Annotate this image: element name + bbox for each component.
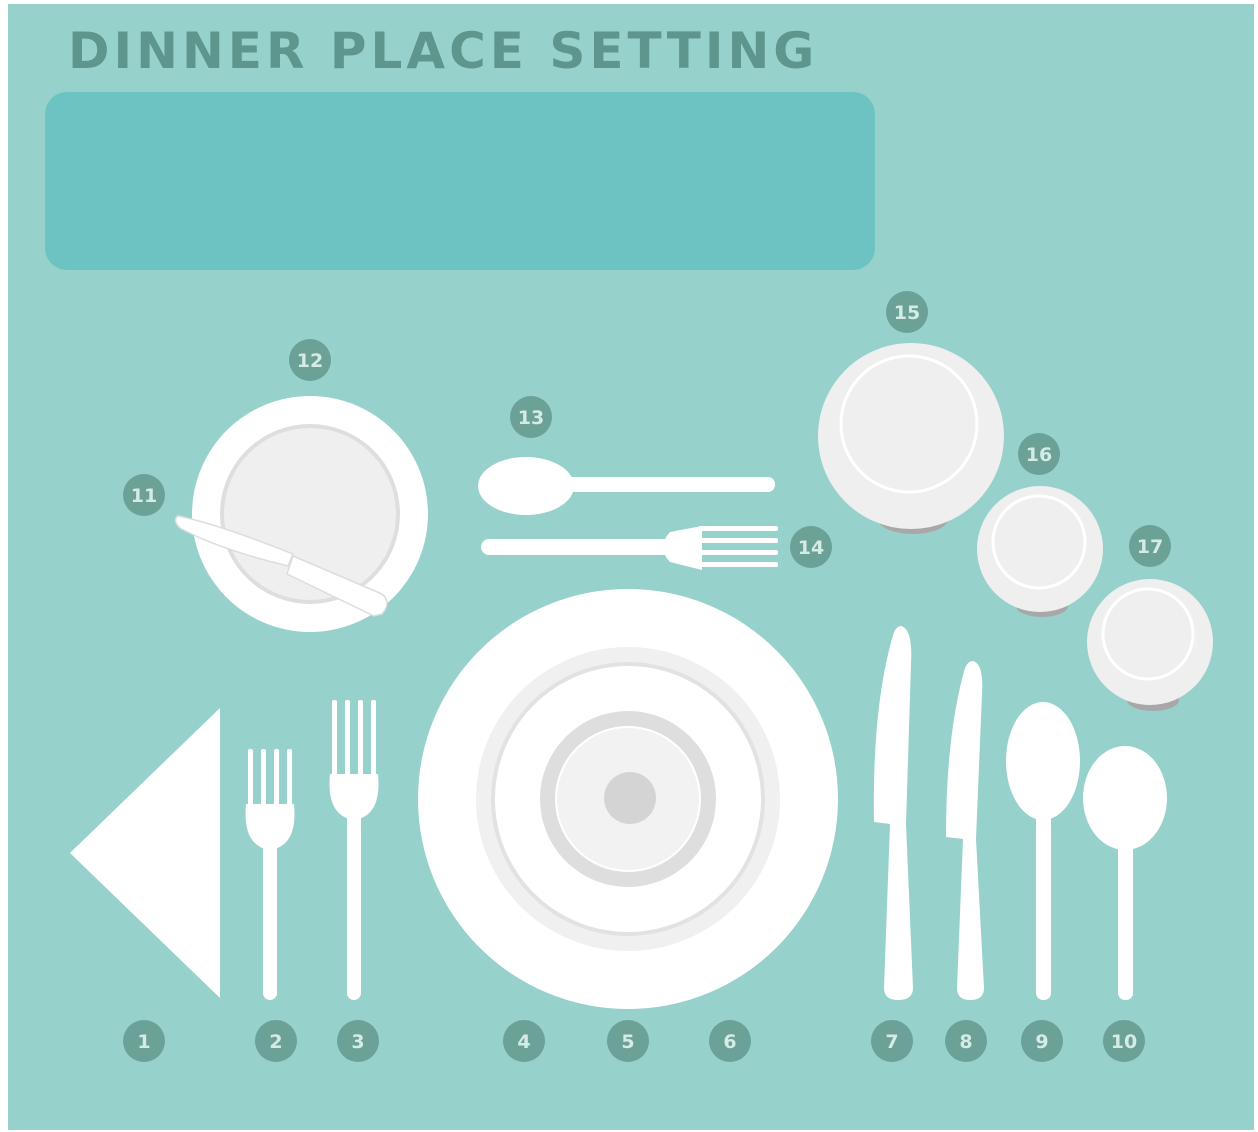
number-badge-9: 9 xyxy=(1021,1020,1063,1062)
number-badge-10: 10 xyxy=(1103,1020,1145,1062)
bread-plate-icon xyxy=(192,396,428,632)
soup-spoon-icon xyxy=(1006,702,1080,1000)
number-badge-1: 1 xyxy=(123,1020,165,1062)
place-setting-illustration: 1 2 3 4 5 6 7 8 9 10 11 12 13 14 15 16 1… xyxy=(8,4,1254,1130)
number-badge-13: 13 xyxy=(510,396,552,438)
number-badge-15: 15 xyxy=(886,291,928,333)
dessert-spoon-icon xyxy=(478,457,775,515)
number-badge-11: 11 xyxy=(123,474,165,516)
svg-text:7: 7 xyxy=(885,1031,898,1053)
diagram-canvas: DINNER PLACE SETTING xyxy=(8,4,1254,1130)
svg-text:9: 9 xyxy=(1035,1031,1048,1053)
svg-text:11: 11 xyxy=(131,485,157,507)
svg-text:4: 4 xyxy=(517,1031,530,1053)
number-badge-14: 14 xyxy=(790,526,832,568)
svg-text:12: 12 xyxy=(297,350,323,372)
svg-text:6: 6 xyxy=(723,1031,736,1053)
number-badge-8: 8 xyxy=(945,1020,987,1062)
teaspoon-icon xyxy=(1083,746,1167,1000)
svg-text:13: 13 xyxy=(518,407,544,429)
number-badge-4: 4 xyxy=(503,1020,545,1062)
number-badge-16: 16 xyxy=(1018,433,1060,475)
number-badge-17: 17 xyxy=(1129,525,1171,567)
number-badge-2: 2 xyxy=(255,1020,297,1062)
white-wine-glass-icon xyxy=(1087,579,1213,711)
fish-knife-icon xyxy=(946,661,984,1000)
salad-plate-icon xyxy=(540,711,716,887)
number-badge-12: 12 xyxy=(289,339,331,381)
dessert-fork-icon xyxy=(481,526,778,570)
salad-fork-icon xyxy=(246,749,295,1000)
dinner-knife-icon xyxy=(874,626,913,1000)
svg-text:3: 3 xyxy=(351,1031,364,1053)
svg-text:16: 16 xyxy=(1026,444,1052,466)
svg-text:15: 15 xyxy=(894,302,920,324)
svg-text:8: 8 xyxy=(959,1031,972,1053)
svg-text:2: 2 xyxy=(269,1031,282,1053)
water-glass-icon xyxy=(818,343,1004,534)
number-badge-6: 6 xyxy=(709,1020,751,1062)
napkin-icon xyxy=(70,708,220,998)
svg-text:10: 10 xyxy=(1111,1031,1137,1053)
svg-text:14: 14 xyxy=(798,537,824,559)
number-badge-3: 3 xyxy=(337,1020,379,1062)
svg-text:17: 17 xyxy=(1137,536,1163,558)
red-wine-glass-icon xyxy=(977,486,1103,617)
number-badge-5: 5 xyxy=(607,1020,649,1062)
svg-text:1: 1 xyxy=(137,1031,150,1053)
dinner-fork-icon xyxy=(330,700,379,1000)
svg-text:5: 5 xyxy=(621,1031,634,1053)
number-badge-7: 7 xyxy=(871,1020,913,1062)
